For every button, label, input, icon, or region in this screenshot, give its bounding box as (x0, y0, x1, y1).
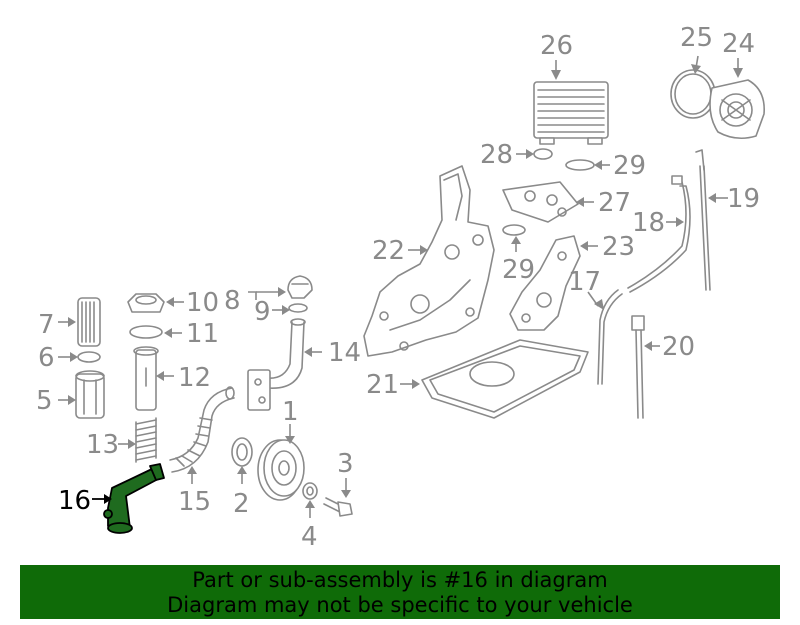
callout-7: 7 (38, 310, 55, 340)
diagram-svg: 26 25 24 28 29 27 29 (36, 23, 765, 552)
arrow-7 (68, 317, 76, 327)
arrow-28 (526, 149, 534, 159)
part-24-housing-cover (709, 79, 765, 140)
part-19-dipstick (695, 149, 711, 291)
callout-2: 2 (233, 489, 250, 519)
part-5-filter-cap (75, 370, 105, 419)
callout-13: 13 (86, 430, 119, 460)
callout-24: 24 (722, 29, 755, 59)
arrow-8 (278, 287, 286, 297)
part-20-sensor (631, 315, 645, 419)
arrow-21 (412, 379, 420, 389)
part-25-seal-ring (670, 69, 716, 119)
arrow-23 (580, 241, 588, 251)
part-9-seal (288, 303, 308, 313)
arrow-11 (164, 328, 172, 338)
callout-19: 19 (727, 184, 760, 214)
notice-line-1: Part or sub-assembly is #16 in diagram (192, 568, 608, 592)
callout-1: 1 (282, 397, 299, 427)
arrow-26 (551, 70, 561, 80)
arrow-14 (304, 347, 312, 357)
arrow-29a (594, 160, 602, 170)
part-11-ring (129, 325, 163, 339)
part-18-dipstick-tube (627, 175, 691, 293)
part-3-bolt (323, 497, 353, 517)
part-6-o-ring (77, 351, 101, 363)
arrow-10 (166, 297, 174, 307)
callout-3: 3 (337, 449, 354, 479)
arrow-13 (128, 439, 136, 449)
callout-14: 14 (328, 338, 361, 368)
part-23-bracket (509, 235, 581, 331)
arrow-27 (576, 197, 584, 207)
part-22-front-cover (363, 165, 495, 357)
callout-23: 23 (602, 232, 635, 262)
arrow-1 (285, 436, 295, 444)
arrow-9 (282, 305, 290, 315)
part-27-adapter-plate (502, 181, 579, 223)
part-14-breather-pipe (247, 318, 306, 411)
part-16-elbow-pipe (103, 463, 165, 534)
callout-27: 27 (598, 188, 631, 218)
callout-6: 6 (38, 343, 55, 373)
arrow-15 (187, 466, 197, 474)
callout-25: 25 (680, 23, 713, 53)
part-21-pan-gasket (421, 339, 589, 419)
part-12-tube (133, 346, 159, 411)
part-15-hose (169, 386, 235, 473)
part-28-seal (533, 148, 553, 160)
callout-20: 20 (662, 332, 695, 362)
arrow-6 (70, 352, 78, 362)
callout-4: 4 (301, 522, 318, 552)
arrow-2 (237, 466, 247, 474)
arrow-17 (594, 299, 604, 310)
callout-18: 18 (632, 208, 665, 238)
part-7-filter-element (77, 297, 101, 347)
part-29-gasket-lower (502, 224, 526, 236)
part-2-seal (231, 437, 253, 467)
callout-15: 15 (178, 487, 211, 517)
part-29-gasket-upper (565, 159, 595, 171)
callout-8: 8 (224, 286, 241, 316)
callout-26: 26 (540, 31, 573, 61)
part-4-washer (302, 482, 318, 500)
arrow-16 (104, 494, 112, 504)
arrow-20 (644, 341, 652, 351)
parts-diagram: 26 25 24 28 29 27 29 (36, 23, 765, 552)
arrow-24 (733, 68, 743, 78)
callout-28: 28 (480, 140, 513, 170)
callout-29a: 29 (613, 151, 646, 181)
part-1-pulley (257, 439, 305, 501)
callout-21: 21 (366, 370, 399, 400)
notice-line-2: Diagram may not be specific to your vehi… (167, 593, 633, 617)
arrow-5 (68, 395, 76, 405)
callout-10: 10 (186, 288, 219, 318)
part-26-oil-cooler (533, 81, 609, 145)
arrow-3 (341, 490, 351, 498)
arrow-12 (156, 371, 164, 381)
callout-9: 9 (254, 297, 271, 327)
callout-17: 17 (568, 267, 601, 297)
callout-5: 5 (36, 386, 53, 416)
part-17-tube (597, 289, 623, 385)
arrow-22 (420, 245, 428, 255)
arrow-4 (305, 500, 315, 508)
notice-banner: Part or sub-assembly is #16 in diagram D… (20, 565, 780, 619)
callout-16: 16 (58, 486, 91, 516)
part-10-cap (127, 293, 165, 313)
arrow-25 (691, 64, 701, 74)
callout-29b: 29 (502, 255, 535, 285)
arrow-18 (676, 217, 684, 227)
part-8-breather-cap (287, 275, 313, 299)
arrow-29b (511, 236, 521, 244)
part-13-spring (135, 417, 157, 463)
callout-11: 11 (186, 319, 219, 349)
callout-12: 12 (178, 363, 211, 393)
arrow-19 (708, 193, 716, 203)
callout-22: 22 (372, 236, 405, 266)
